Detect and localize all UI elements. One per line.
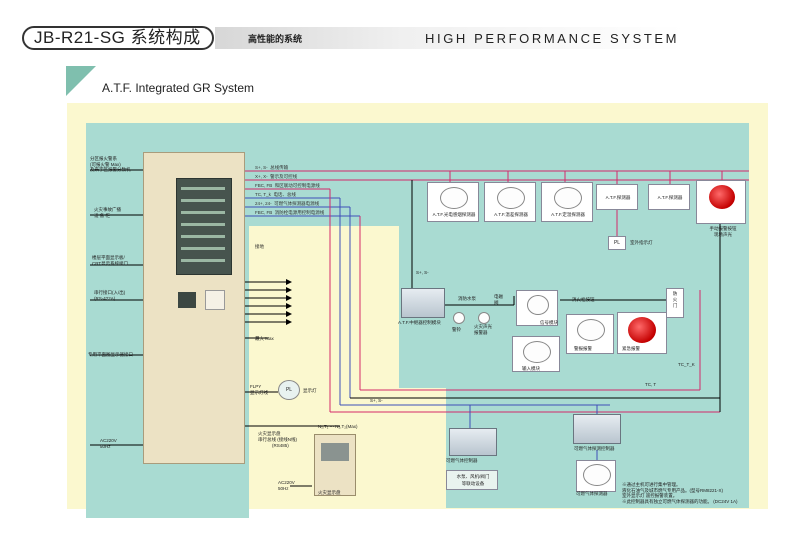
device-label: 警报报警 bbox=[574, 346, 592, 351]
device-label: A.T.F.光电感烟探测器 bbox=[432, 212, 476, 217]
left-label: 分区报火警系(可报火警 Max)及来字区报警分数机 bbox=[90, 156, 131, 172]
hydrant-label: 消火栓按钮 bbox=[572, 297, 595, 302]
pl-label: 室外指示灯 bbox=[630, 240, 653, 245]
detector-icon bbox=[577, 319, 605, 341]
module-label: 信号模块 bbox=[540, 320, 558, 325]
n-bus-label: N₁,T₁ ··· N₂,T₂(Max) bbox=[318, 424, 358, 429]
line-label: TC, T bbox=[645, 382, 657, 387]
relay-module bbox=[401, 288, 445, 318]
manual-call-point-card bbox=[696, 180, 746, 224]
signal-module bbox=[516, 290, 558, 326]
page-title: JB-R21-SG 系统构成 bbox=[22, 26, 214, 50]
smoke-detector-icon bbox=[440, 187, 468, 209]
signal-label: 24+, 24- 可燃气体探测器电源线 bbox=[255, 201, 320, 206]
heat-detector-icon bbox=[497, 187, 525, 209]
device-label: 可燃气体探测器 bbox=[576, 491, 608, 496]
left-label: 串行接口(入/出)(RS-422A) bbox=[94, 290, 126, 301]
pl-lamp: PL bbox=[278, 380, 300, 400]
section-title: A.T.F. Integrated GR System bbox=[102, 81, 255, 95]
signal-label: TC, T_k 电话、总线 bbox=[255, 192, 296, 197]
emergency-alarm-card bbox=[617, 312, 667, 354]
cabinet-printer bbox=[205, 290, 225, 310]
signal-label: S+, S- 总线传输 bbox=[255, 165, 289, 170]
bus-label: S+, S- bbox=[370, 398, 383, 403]
section-marker bbox=[66, 66, 96, 96]
gas-detection-controller bbox=[573, 414, 621, 444]
gas-detector-card bbox=[576, 460, 616, 492]
device-label: A.T.F.探测器 bbox=[657, 195, 683, 200]
horn-icon bbox=[478, 312, 490, 324]
pl-indicator: PL bbox=[608, 236, 626, 250]
horn-label: 火灾声光报警器 bbox=[474, 324, 492, 335]
controller-label: 可燃气体控制器 bbox=[446, 458, 478, 463]
cabinet-keypad bbox=[178, 292, 196, 308]
detector-icon bbox=[523, 341, 551, 363]
alarm-detector-card bbox=[566, 314, 614, 354]
input-module bbox=[512, 336, 560, 372]
left-label: 专用平面图显示器接口 bbox=[88, 352, 133, 357]
fire-display-label: 火灾显示盘 bbox=[258, 431, 281, 436]
device-label: A.T.F.探测器 bbox=[605, 195, 631, 200]
teal-zone bbox=[399, 226, 749, 388]
module-label: 输入模块 bbox=[522, 366, 540, 371]
valve-label: 电磁阀 bbox=[494, 294, 503, 305]
detector-card: A.T.F.探测器 bbox=[648, 184, 690, 210]
serial-label: 串行总线 (接线N线) bbox=[258, 437, 297, 442]
line-label: TC_T_K bbox=[678, 362, 695, 367]
rate-detector-card: A.T.F.温差探测器 bbox=[484, 182, 536, 222]
display-screen bbox=[321, 443, 349, 461]
left-label: 火灾事故广播设 备 柜 bbox=[94, 207, 121, 218]
controller-label: 可燃气体探测控制器 bbox=[574, 446, 615, 451]
gas-detector-icon bbox=[583, 464, 611, 486]
module-label: A.T.F.中继器控制模块 bbox=[398, 320, 441, 325]
notes: ※通过主机可进行集中管理。 液化石油气及城市燃气专用产品。(型号RM8221-X… bbox=[622, 482, 738, 504]
device-label: 手动报警按钮现场声光 bbox=[709, 226, 737, 237]
fixed-temp-detector-card: A.T.F.定温探测器 bbox=[541, 182, 593, 222]
left-label: 楼层平面显示板/CRT显示系统接口 bbox=[92, 255, 129, 266]
panel-label: 火灾显示盘 bbox=[318, 490, 341, 495]
signal-label: FBC, FB 消防栓电源用控制电源线 bbox=[255, 210, 325, 215]
lamp-label: 显示灯 bbox=[303, 388, 317, 393]
equipment-label: 等联动设备 bbox=[461, 481, 485, 486]
smoke-detector-card: A.T.F.光电感烟探测器 bbox=[427, 182, 479, 222]
gas-controller bbox=[449, 428, 497, 456]
heat-detector-icon bbox=[554, 187, 582, 209]
device-label: 紧急报警 bbox=[622, 346, 640, 351]
equipment-label: 水泵、风机/阀门 bbox=[456, 474, 490, 479]
bell-label: 警铃 bbox=[452, 327, 461, 332]
module-icon bbox=[527, 295, 549, 315]
rs-label: (RS485) bbox=[272, 443, 289, 448]
fan-equipment-box: 水泵、风机/阀门 等联动设备 bbox=[446, 470, 498, 490]
alarm-bell-icon bbox=[628, 317, 656, 343]
cabinet-display-panel bbox=[176, 178, 232, 275]
fire-door-box: 防 火 门 bbox=[666, 288, 684, 318]
subtitle-cn: 高性能的系统 bbox=[248, 34, 303, 44]
bus-label: S+, S- bbox=[416, 270, 429, 275]
signal-label: X+, X- 警示及可控线 bbox=[255, 174, 298, 179]
relay-label: 接地 bbox=[255, 244, 264, 249]
signal-label: FBC, FB 和区联动可控制电源线 bbox=[255, 183, 320, 188]
header-banner bbox=[215, 27, 685, 49]
device-label: A.T.F.温差探测器 bbox=[494, 212, 528, 217]
fire-display-panel bbox=[314, 434, 356, 496]
bell-icon bbox=[453, 312, 465, 324]
max-label: 最大 Max bbox=[255, 336, 274, 341]
subtitle-en: HIGH PERFORMANCE SYSTEM bbox=[425, 31, 680, 46]
detector-card: A.T.F.探测器 bbox=[596, 184, 638, 210]
alarm-bell-icon bbox=[709, 185, 735, 209]
pump-label: 消防水泵 bbox=[458, 296, 476, 301]
device-label: A.T.F.定温探测器 bbox=[551, 212, 585, 217]
